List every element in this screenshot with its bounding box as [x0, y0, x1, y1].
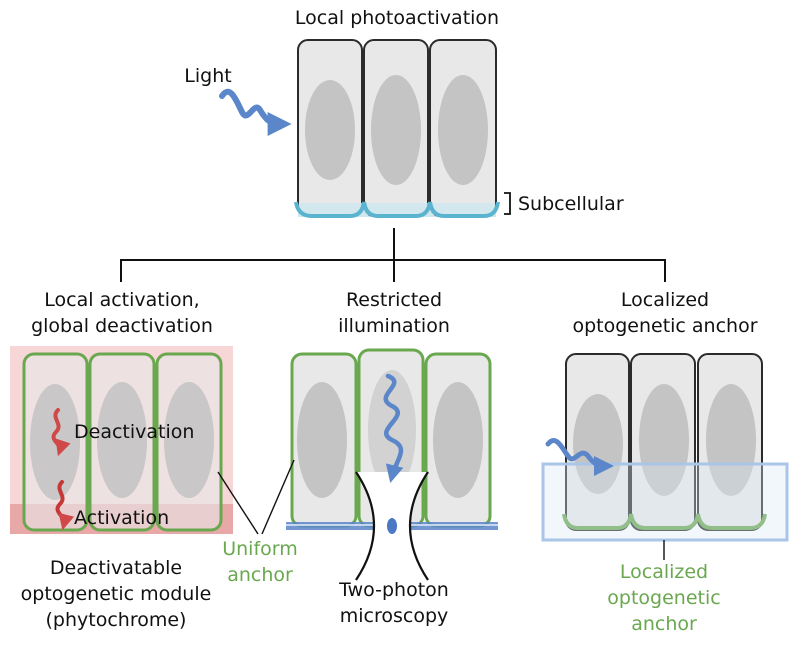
middle-nucleus-3	[433, 382, 483, 498]
left-nucleus-3	[164, 382, 214, 498]
subcellular-membrane	[294, 201, 500, 218]
focus-beam-left-edge	[355, 471, 376, 581]
uniform-anchor-line1: Uniform	[222, 538, 298, 560]
focal-spot	[387, 518, 397, 534]
activation-arrow-icon	[55, 480, 75, 531]
localized-anchor-line1: Localized	[620, 561, 708, 583]
top-nucleus-2	[371, 75, 421, 185]
right-nucleus-3	[706, 384, 756, 496]
subcellular-overlay	[299, 203, 495, 215]
localized-anchor-box	[541, 462, 789, 542]
middle-title-line1: Restricted	[346, 289, 442, 311]
middle-title-line2: illumination	[338, 315, 450, 337]
right-title-line1: Localized	[621, 289, 709, 311]
uniform-anchor-line2: anchor	[227, 564, 293, 586]
middle-nucleus-1	[297, 382, 347, 498]
deactivation-label: Deactivation	[74, 421, 194, 443]
light-wave-icon	[219, 88, 292, 136]
top-title: Local photoactivation	[295, 7, 499, 29]
middle-cell-group	[290, 348, 492, 528]
top-cell-group	[294, 39, 500, 218]
right-nucleus-2	[639, 384, 689, 496]
subcellular-label: Subcellular	[518, 193, 624, 215]
top-nucleus-3	[438, 75, 488, 185]
uniform-anchor-pointer-right	[261, 459, 295, 535]
right-title-line2: optogenetic anchor	[572, 315, 757, 337]
tree-connector	[120, 228, 666, 282]
middle-light-wave-icon	[383, 373, 404, 483]
left-title-line1: Local activation,	[44, 289, 199, 311]
middle-caption-line2: microscopy	[340, 605, 449, 627]
left-caption-line2: optogenetic module	[21, 583, 212, 605]
localized-anchor-line3: anchor	[631, 613, 697, 635]
right-green-anchor	[562, 513, 767, 530]
left-caption-line1: Deactivatable	[50, 557, 182, 579]
left-nucleus-2	[97, 382, 147, 498]
subcellular-bracket	[504, 192, 511, 215]
localized-anchor-line2: optogenetic	[607, 587, 720, 609]
right-light-wave-icon	[545, 438, 614, 476]
right-cell-group	[562, 353, 767, 531]
top-nucleus-1	[305, 80, 355, 180]
middle-caption-line1: Two-photon	[338, 579, 449, 601]
left-caption-line3: (phytochrome)	[46, 609, 187, 631]
focus-beam-right-edge	[408, 471, 429, 581]
light-label: Light	[184, 65, 231, 87]
middle-nucleus-2	[368, 370, 416, 490]
uniform-anchor-pointer-left	[217, 471, 259, 535]
activation-label: Activation	[74, 507, 169, 529]
left-title-line2: global deactivation	[31, 315, 213, 337]
deactivation-arrow-icon	[51, 408, 71, 457]
